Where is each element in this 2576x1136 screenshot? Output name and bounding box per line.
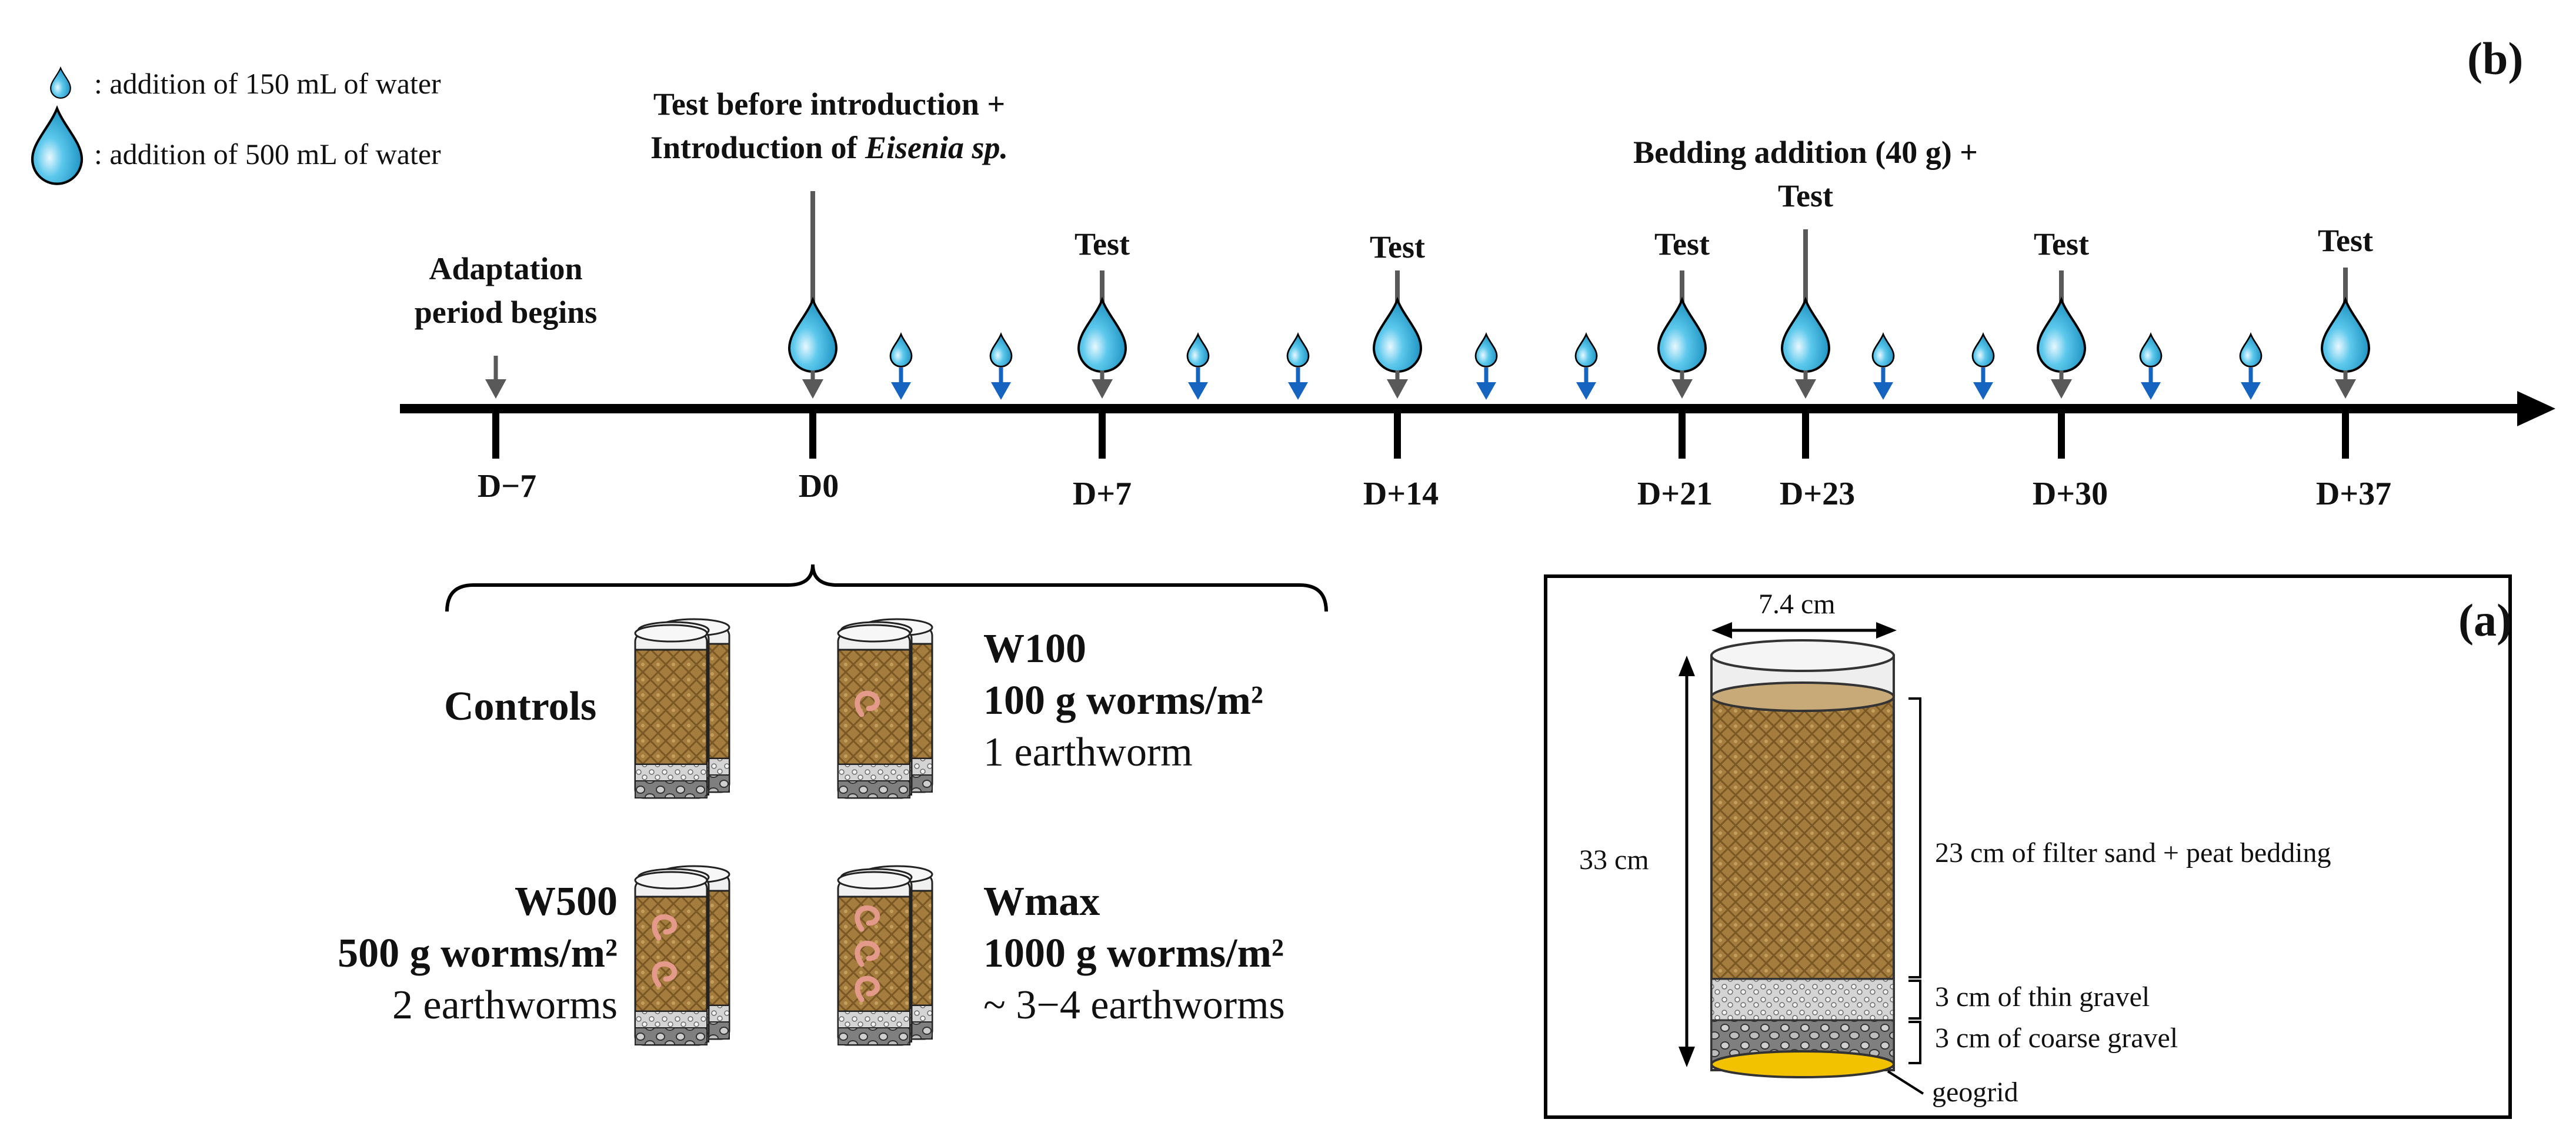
small-drop-2 bbox=[989, 332, 1013, 400]
adaptation-arrow bbox=[485, 356, 506, 399]
panel-a-frame bbox=[1544, 574, 2512, 1119]
worm-icon bbox=[855, 940, 880, 967]
w500-name: W500 bbox=[515, 879, 618, 924]
test-label-d30: Test bbox=[2033, 226, 2090, 262]
sand-layer-label: 23 cm of filter sand + peat bedding bbox=[1935, 837, 2331, 868]
legend-large-drop-icon bbox=[31, 105, 84, 185]
day-label-d-7: D−7 bbox=[477, 468, 537, 504]
test-label-d37: Test bbox=[2317, 223, 2374, 258]
thin-gravel-label: 3 cm of thin gravel bbox=[1935, 981, 2150, 1013]
w500-dose: 500 g worms/m² bbox=[338, 931, 618, 976]
small-drop-8 bbox=[1971, 332, 1995, 400]
large-drop-d23 bbox=[1780, 229, 1831, 399]
group-brace bbox=[445, 564, 1328, 612]
worm-icon bbox=[855, 975, 880, 1003]
width-dimension bbox=[1711, 622, 1897, 639]
w100-columns bbox=[837, 618, 933, 799]
w100-group: W100 100 g worms/m² 1 earthworm bbox=[983, 623, 1263, 779]
height-label: 33 cm bbox=[1579, 844, 1649, 876]
small-drop-3 bbox=[1186, 332, 1210, 400]
introduction-prefix: Introduction of bbox=[650, 130, 865, 165]
worm-icon bbox=[652, 961, 678, 988]
large-drop-d21 bbox=[1657, 270, 1707, 399]
w500-group: W500 500 g worms/m² 2 earthworms bbox=[282, 876, 618, 1031]
coarse-gravel-label: 3 cm of coarse gravel bbox=[1935, 1023, 2178, 1054]
large-drop-d37 bbox=[2320, 268, 2371, 399]
wmax-name: Wmax bbox=[983, 879, 1100, 924]
day-label-d7: D+7 bbox=[1072, 476, 1132, 512]
small-drop-7 bbox=[1871, 332, 1895, 400]
day-label-d30: D+30 bbox=[2032, 476, 2108, 512]
wmax-group: Wmax 1000 g worms/m² ~ 3−4 earthworms bbox=[983, 876, 1285, 1031]
large-drop-d14 bbox=[1372, 270, 1423, 399]
legend-500ml-text: : addition of 500 mL of water bbox=[94, 138, 441, 171]
test-label-d14: Test bbox=[1369, 229, 1426, 265]
wmax-count: ~ 3−4 earthworms bbox=[983, 983, 1285, 1028]
adaptation-label: Adaptation period begins bbox=[414, 251, 598, 330]
small-drop-6 bbox=[1574, 332, 1598, 400]
width-label: 7.4 cm bbox=[1759, 589, 1836, 620]
w500-columns bbox=[634, 865, 730, 1046]
w500-count: 2 earthworms bbox=[392, 983, 618, 1028]
wmax-dose: 1000 g worms/m² bbox=[983, 931, 1284, 976]
wmax-columns bbox=[837, 865, 933, 1046]
bedding-label: Bedding addition (40 g) + Test bbox=[1633, 135, 1978, 213]
day-label-d37: D+37 bbox=[2315, 476, 2392, 512]
test-label-d21: Test bbox=[1654, 226, 1710, 262]
test-label-d7: Test bbox=[1074, 226, 1130, 262]
panel-b-tag: (b) bbox=[2467, 33, 2524, 84]
controls-columns bbox=[634, 618, 730, 799]
small-drop-9 bbox=[2139, 332, 2163, 400]
controls-label: Controls bbox=[444, 684, 597, 729]
legend-150ml-text: : addition of 150 mL of water bbox=[94, 67, 441, 100]
day-ticks bbox=[492, 409, 2349, 459]
small-drop-10 bbox=[2239, 332, 2263, 400]
small-drops bbox=[889, 332, 2263, 400]
w100-count: 1 earthworm bbox=[983, 730, 1193, 775]
day-label-d21: D+21 bbox=[1637, 476, 1713, 512]
day-label-d14: D+14 bbox=[1363, 476, 1439, 512]
day-label-d0: D0 bbox=[798, 468, 839, 504]
geogrid-label: geogrid bbox=[1932, 1077, 2018, 1108]
detailed-column bbox=[1710, 639, 1895, 1078]
small-drop-1 bbox=[889, 332, 913, 400]
introduction-label: Test before introduction + Introduction … bbox=[600, 82, 1059, 169]
introduction-line-1: Test before introduction + bbox=[653, 86, 1006, 122]
w100-name: W100 bbox=[983, 626, 1086, 671]
small-drop-4 bbox=[1286, 332, 1310, 400]
worm-icon bbox=[855, 690, 880, 717]
layer-brackets bbox=[1887, 697, 1924, 1095]
introduction-line-2: Introduction of Eisenia sp. bbox=[600, 126, 1059, 169]
height-dimension bbox=[1679, 656, 1695, 1067]
timeline-arrowhead bbox=[2517, 391, 2555, 426]
small-drop-5 bbox=[1474, 332, 1498, 400]
panel-a-tag: (a) bbox=[2458, 594, 2512, 646]
worm-icon bbox=[855, 905, 880, 932]
large-drop-d0 bbox=[788, 191, 838, 399]
large-drop-d30 bbox=[2036, 270, 2087, 399]
species-name: Eisenia sp. bbox=[865, 130, 1009, 165]
large-drop-d7 bbox=[1077, 270, 1127, 399]
worm-icon bbox=[652, 914, 678, 941]
day-label-d23: D+23 bbox=[1779, 476, 1856, 512]
w100-dose: 100 g worms/m² bbox=[983, 678, 1263, 723]
legend-small-drop-icon bbox=[50, 66, 71, 99]
